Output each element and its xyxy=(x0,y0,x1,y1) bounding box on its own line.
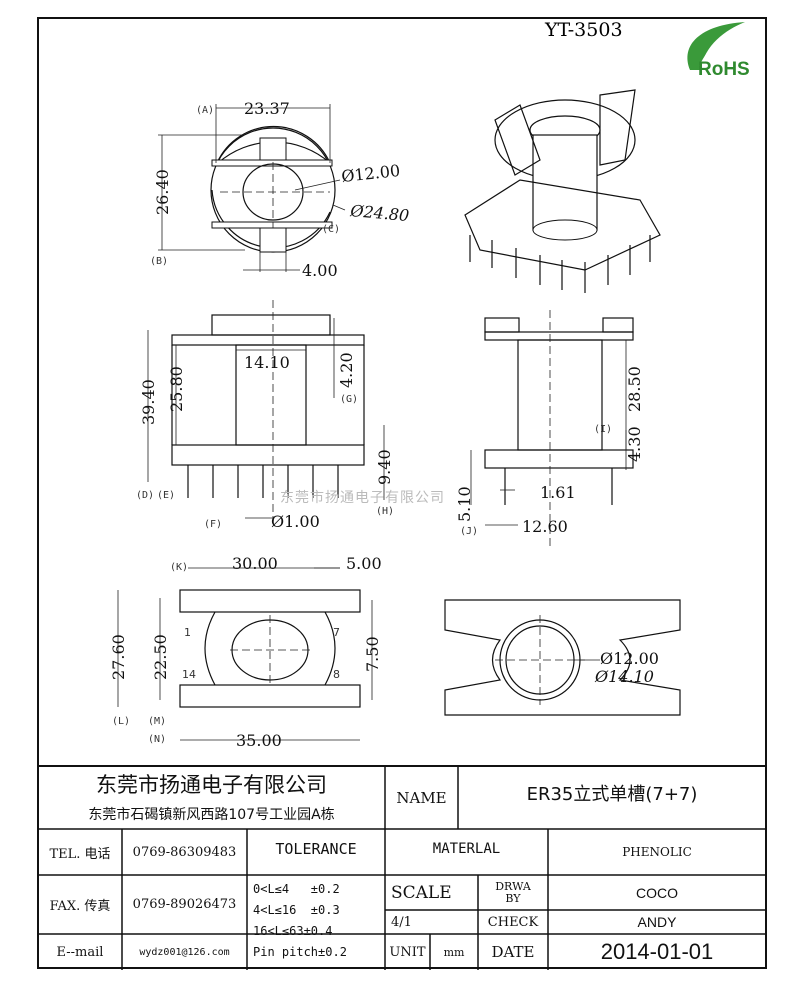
company-name: 东莞市扬通电子有限公司 xyxy=(96,773,327,797)
ref-d: (D) xyxy=(136,490,154,501)
dim-bottom-row-gap: 22.50 xyxy=(151,634,170,680)
dim-front-core: 14.10 xyxy=(244,353,290,372)
tolerance-row: Pin pitch±0.2 xyxy=(253,945,347,959)
dim-front-pin: 9.40 xyxy=(375,449,394,485)
dim-side-base: 4.30 xyxy=(625,426,644,462)
unit-label: UNIT xyxy=(389,944,426,960)
ref-f: (F) xyxy=(204,519,222,530)
rohs-logo: RoHS xyxy=(687,22,750,80)
dim-bottom-pitch-total: 30.00 xyxy=(232,554,278,573)
pin-label-1: 1 xyxy=(184,626,191,639)
tel-value: 0769-86309483 xyxy=(132,844,237,860)
tel-label: TEL. 电话 xyxy=(49,846,111,862)
side-view xyxy=(470,310,634,550)
front-view xyxy=(147,300,385,520)
ref-i: (I) xyxy=(594,424,612,435)
ref-e: (E) xyxy=(157,490,175,501)
dim-front-flange: 4.20 xyxy=(337,352,356,388)
ref-a: (A) xyxy=(196,105,214,116)
dim-bottom-height: 27.60 xyxy=(109,634,128,680)
dim-front-total: 39.40 xyxy=(139,379,158,425)
email-label: E--mail xyxy=(56,944,104,960)
part-number: YT-3503 xyxy=(544,19,623,41)
pin-label-7: 7 xyxy=(333,626,340,639)
dim-top-inner-dia: Ø12.00 xyxy=(340,161,401,186)
ref-j: (J) xyxy=(460,526,478,537)
sheet-border xyxy=(37,17,767,969)
fax-value: 0769-89026473 xyxy=(132,897,237,912)
dim-top-height: 26.40 xyxy=(153,169,172,215)
bottom-view xyxy=(117,567,373,741)
dim-side-pin: 5.10 xyxy=(455,486,474,522)
dim-side-height: 28.50 xyxy=(625,366,644,412)
material-label: MATERLAL xyxy=(432,841,501,857)
dim-end-inner-dia: Ø12.00 xyxy=(600,649,659,668)
end-view xyxy=(444,599,681,716)
fax-label: FAX. 传真 xyxy=(49,899,111,914)
name-label: NAME xyxy=(396,789,447,807)
name-value: ER35立式单槽(7+7) xyxy=(526,784,698,805)
date-value: 2014-01-01 xyxy=(600,939,714,964)
ref-b: (B) xyxy=(150,256,168,267)
title-block: 东莞市扬通电子有限公司 东莞市石碣镇新风西路107号工业园A栋 NAME ER3… xyxy=(38,765,766,970)
check-label: CHECK xyxy=(487,914,539,930)
email-value: wydz001@126.com xyxy=(139,946,230,958)
date-label: DATE xyxy=(491,943,535,961)
pin-label-14: 14 xyxy=(182,668,196,681)
unit-value: mm xyxy=(443,945,465,959)
dim-front-pin-dia: Ø1.00 xyxy=(271,512,320,531)
scale-value: 4/1 xyxy=(391,914,412,930)
tolerance-row: 16<L≤63±0.4 xyxy=(253,924,333,938)
dim-end-outer-dia: Ø14.10 xyxy=(594,667,654,686)
company-address: 东莞市石碣镇新风西路107号工业园A栋 xyxy=(88,807,335,823)
scale-label: SCALE xyxy=(391,882,452,903)
tolerance-list: 0<L≤4 ±0.2 4<L≤16 ±0.3 16<L≤63±0.4 Pin p… xyxy=(253,879,385,963)
dim-bottom-pitch: 5.00 xyxy=(346,554,382,573)
watermark: 东莞市扬通电子有限公司 xyxy=(280,489,445,506)
ref-h: (H) xyxy=(376,506,394,517)
drawn-value: COCO xyxy=(636,884,678,901)
dim-top-slot: 4.00 xyxy=(302,261,338,280)
ref-k: (K) xyxy=(170,562,188,573)
dim-bottom-width: 35.00 xyxy=(236,731,282,750)
svg-text:RoHS: RoHS xyxy=(698,59,750,80)
ref-c: (C) xyxy=(322,224,340,235)
dim-bottom-center: 7.50 xyxy=(363,636,382,672)
material-value: PHENOLIC xyxy=(622,845,692,859)
check-value: ANDY xyxy=(637,914,677,930)
ref-m: (M) xyxy=(148,716,166,727)
tolerance-row: 0<L≤4 ±0.2 xyxy=(253,882,340,896)
dim-side-pin-offset: 1.61 xyxy=(540,483,576,502)
ref-g: (G) xyxy=(340,394,358,405)
isometric-view xyxy=(464,89,661,293)
top-view xyxy=(158,104,346,272)
dim-top-width: 23.37 xyxy=(244,99,290,118)
title-block-grid xyxy=(38,767,766,970)
drawn-label: DRWA BY xyxy=(495,879,531,905)
tolerance-label: TOLERANCE xyxy=(275,840,357,858)
dim-side-width: 12.60 xyxy=(522,517,568,536)
ref-n: (N) xyxy=(148,734,166,745)
ref-l: (L) xyxy=(112,716,130,727)
pin-label-8: 8 xyxy=(333,668,340,681)
tolerance-row: 4<L≤16 ±0.3 xyxy=(253,903,340,917)
dim-top-outer-dia: Ø24.80 xyxy=(349,201,410,225)
dim-front-body: 25.80 xyxy=(167,366,186,412)
